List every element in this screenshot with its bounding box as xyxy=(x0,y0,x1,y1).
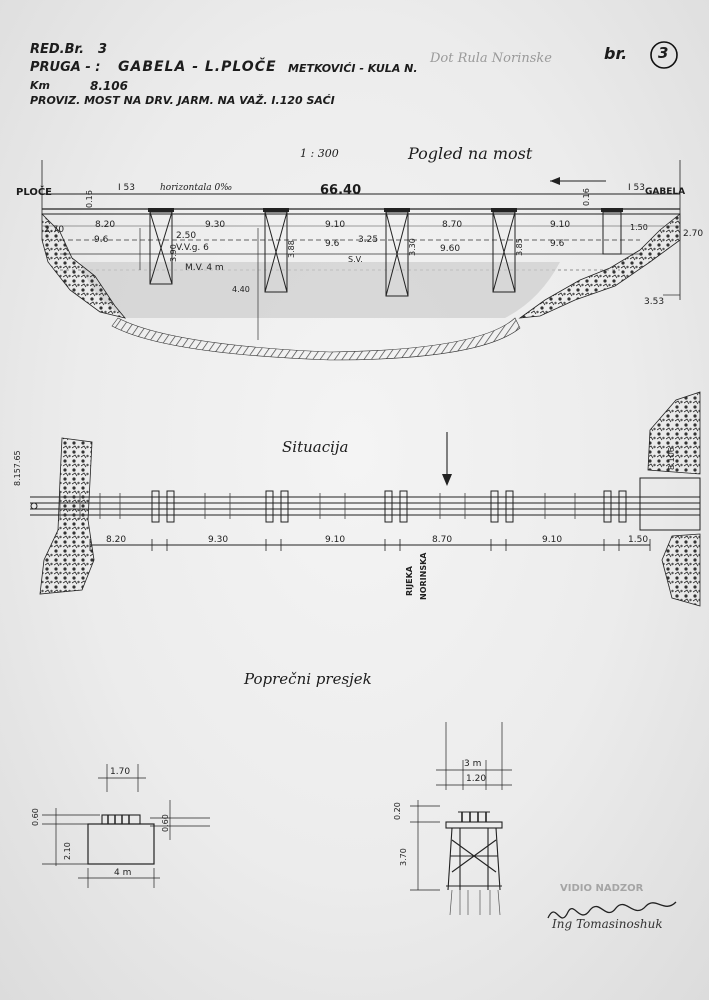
small-mark-1: 0.16 xyxy=(85,190,94,208)
span-label-4: 8.70 xyxy=(442,220,463,230)
pier-depth-3: 9.60 xyxy=(440,244,461,254)
section-left-h1: 0.60 xyxy=(31,808,40,826)
plan-right-km: 8.106 xyxy=(667,447,676,470)
sheet-number: 3 xyxy=(658,44,669,62)
small-mark-5: 3.30 xyxy=(408,238,417,256)
section-left-h2: 2.10 xyxy=(63,842,72,860)
depth-mark: 4.40 xyxy=(232,285,250,294)
water-mark-3: M.V. 4 m xyxy=(185,263,224,273)
river-name: NORINSKA xyxy=(419,552,428,600)
small-mark-6: 3.85 xyxy=(515,238,524,256)
section-right-h1: 0.20 xyxy=(393,802,402,820)
right-station: GABELA xyxy=(645,187,686,197)
km-value: 8.106 xyxy=(90,79,128,93)
small-mark-7: 3.90 xyxy=(169,244,178,262)
side-right: 2.70 xyxy=(683,229,704,239)
section-right-sub: 1.20 xyxy=(466,774,487,784)
section-left-r: 0.60 xyxy=(161,814,170,832)
span-label-2: 9.30 xyxy=(205,220,226,230)
section-right-h2: 3.70 xyxy=(399,848,408,866)
plan-span-3: 9.10 xyxy=(325,535,346,545)
plan-title: Situacija xyxy=(282,438,349,456)
abutment-right: 3.53 xyxy=(644,297,665,307)
proviz-title: PROVIZ. MOST NA DRV. JARM. NA VAŽ. I.120… xyxy=(30,94,335,107)
section-left-top: 1.70 xyxy=(110,767,131,777)
section-left-width: 4 m xyxy=(114,868,132,878)
small-mark-2: 0.16 xyxy=(582,188,591,206)
small-mark-4: 3.88 xyxy=(287,240,296,258)
faint-note: Dot Rula Norinske xyxy=(430,51,552,66)
beam-right: I 53 xyxy=(628,183,645,193)
small-mark-3: 1.50 xyxy=(630,223,648,232)
water-mark-5: 3.25 xyxy=(358,235,379,245)
pruga-value: GABELA - L.PLOČE xyxy=(118,59,277,75)
plan-span-5: 9.10 xyxy=(542,535,563,545)
gradient-note: horizontala 0‰ xyxy=(160,183,233,193)
approval-stamp: VIDIO NADZOR xyxy=(560,883,644,894)
water-mark-4: S.V. xyxy=(348,255,363,264)
pruga-extra: METKOVIĆI - KULA N. xyxy=(288,62,418,75)
plan-span-6: 1.50 xyxy=(628,535,649,545)
water-mark-2: V.V.g. 6 xyxy=(176,243,209,253)
pier-depth-4: 9.6 xyxy=(550,239,565,249)
pruga-label: PRUGA - : xyxy=(30,60,101,75)
sheet-label: br. xyxy=(604,44,628,63)
river-label: RIJEKA xyxy=(405,566,414,596)
side-left: 2.70 xyxy=(44,225,65,235)
span-label-3: 9.10 xyxy=(325,220,346,230)
pier-depth-2: 9.6 xyxy=(325,239,340,249)
plan-span-1: 8.20 xyxy=(106,535,127,545)
pier-depth-1: 9.6 xyxy=(94,235,109,245)
red-br-label: RED.Br. xyxy=(30,42,85,57)
section-right-top: 3 m xyxy=(464,759,482,769)
elevation-scale: 1 : 300 xyxy=(300,147,339,160)
plan-span-2: 9.30 xyxy=(208,535,229,545)
elevation-title: Pogled na most xyxy=(408,144,533,163)
left-station: PLOČE xyxy=(16,187,53,198)
signature-text: Ing Tomasinoshuk xyxy=(552,917,663,931)
total-length: 66.40 xyxy=(320,183,362,198)
plan-span-4: 8.70 xyxy=(432,535,453,545)
section-title: Poprečni presjek xyxy=(244,670,372,688)
red-br-value: 3 xyxy=(98,42,108,57)
span-label-1: 8.20 xyxy=(95,220,116,230)
span-label-5: 9.10 xyxy=(550,220,571,230)
plan-left-km: 8.157.65 xyxy=(13,450,22,486)
beam-left: I 53 xyxy=(118,183,135,193)
km-label: Km xyxy=(30,79,50,92)
water-mark-1: 2.50 xyxy=(176,231,197,241)
